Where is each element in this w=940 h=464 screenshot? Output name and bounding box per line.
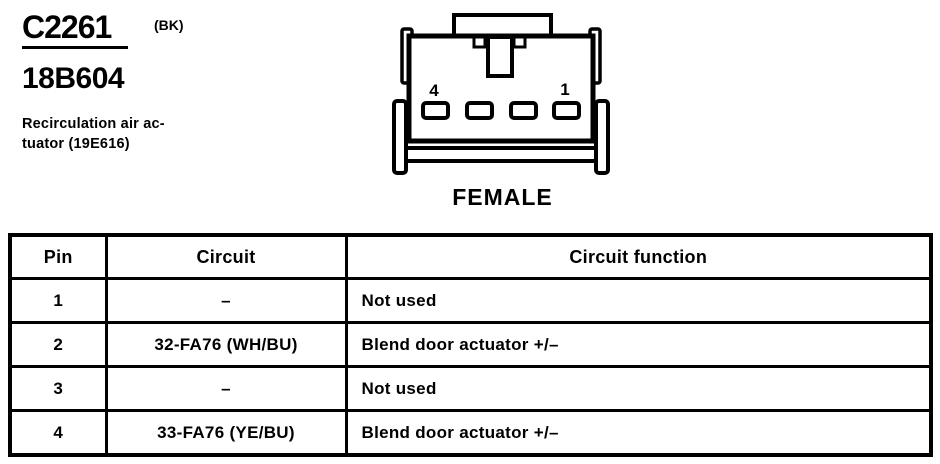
pin-cell: 4 [8,409,108,457]
circuit-cell: – [104,365,348,412]
connector-latch-hook-right [512,35,527,49]
pin-slot-3 [465,101,494,120]
connector-latch-hook-left [472,35,487,49]
connector-diagram: 4 1 [392,13,610,175]
pin-cell: 3 [8,365,108,412]
pin-cell: 2 [8,321,108,368]
pin-label-1: 1 [560,80,569,99]
table-row: 1–Not used [8,277,933,324]
pin-table-header-row: Pin Circuit Circuit function [8,233,933,280]
pin-table-header-pin: Pin [8,233,108,280]
function-cell: Blend door actuator +/– [344,409,933,457]
circuit-cell: – [104,277,348,324]
function-cell: Not used [344,365,933,412]
pin-cell: 1 [8,277,108,324]
component-description-line1: Recirculation air ac- [22,116,165,132]
connector-gender-label: FEMALE [452,184,553,210]
connector-color-code: (BK) [154,17,184,33]
pin-slot-4 [421,101,450,120]
connector-bottom-bar [399,146,603,163]
pin-slot-1 [552,101,581,120]
table-row: 3–Not used [8,365,933,412]
pin-table-header-circuit: Circuit [104,233,348,280]
connector-id-underline [22,46,128,49]
component-description-line2: tuator (19E616) [22,136,130,152]
connector-left-rail [392,99,408,175]
function-cell: Blend door actuator +/– [344,321,933,368]
circuit-cell: 32-FA76 (WH/BU) [104,321,348,368]
component-description: Recirculation air ac- tuator (19E616) [22,114,165,154]
connector-id: C2261 [22,9,112,45]
connector-latch-strip [486,35,514,78]
function-cell: Not used [344,277,933,324]
pin-label-4: 4 [429,81,439,100]
circuit-cell: 33-FA76 (YE/BU) [104,409,348,457]
connector-top-tab [452,13,553,38]
pin-slot-2 [509,101,538,120]
pin-table-header-function: Circuit function [344,233,933,280]
part-number: 18B604 [22,62,125,95]
connector-right-rail [594,99,610,175]
